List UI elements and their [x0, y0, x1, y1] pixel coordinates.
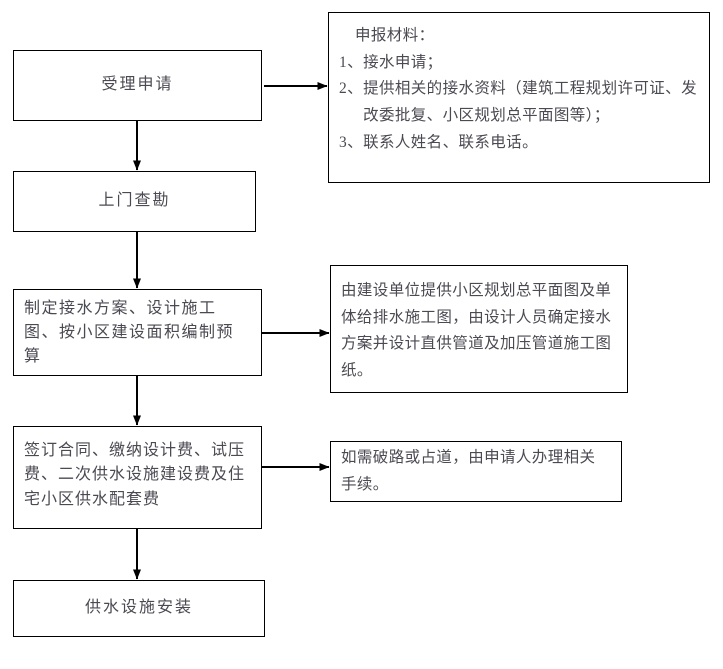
process-label-step-5: 供水设施安装 — [84, 599, 193, 617]
note-1-item-1-text: 接水申请； — [363, 53, 443, 71]
note-1-item-2-number: 2、 — [339, 80, 364, 98]
process-box-step-4[interactable]: 签订合同、缴纳设计费、试压费、二次供水设施建设费及住宅小区供水配套费 — [13, 426, 262, 529]
process-label-step-3: 制定接水方案、设计施工图、按小区建设面积编制预算 — [24, 299, 235, 365]
note-3-text: 如需破路或占道，由申请人办理相关手续。 — [341, 448, 596, 493]
note-box-design-description[interactable]: 由建设单位提供小区规划总平面图及单体给排水施工图，由设计人员确定接水方案并设计直… — [330, 265, 628, 393]
note-1-item-2-text: 提供相关的接水资料（建筑工程规划许可证、发改委批复、小区规划总平面图等）； — [363, 80, 697, 124]
note-2-text: 由建设单位提供小区规划总平面图及单体给排水施工图，由设计人员确定接水方案并设计直… — [341, 282, 612, 379]
note-1-content: 申报材料： 1、 接水申请； 2、 提供相关的接水资料（建筑工程规划许可证、发改… — [339, 23, 697, 156]
process-label-step-2: 上门查勘 — [98, 192, 171, 210]
process-box-step-3[interactable]: 制定接水方案、设计施工图、按小区建设面积编制预算 — [13, 289, 262, 376]
note-1-title: 申报材料： — [355, 27, 435, 44]
process-box-step-5[interactable]: 供水设施安装 — [13, 580, 265, 637]
process-box-step-2[interactable]: 上门查勘 — [13, 171, 256, 232]
process-box-step-1[interactable]: 受理申请 — [13, 50, 262, 121]
note-box-application-materials[interactable]: 申报材料： 1、 接水申请； 2、 提供相关的接水资料（建筑工程规划许可证、发改… — [328, 12, 710, 183]
note-1-item-3-number: 3、 — [339, 133, 364, 151]
process-label-step-1: 受理申请 — [101, 76, 174, 94]
note-box-road-works[interactable]: 如需破路或占道，由申请人办理相关手续。 — [330, 441, 622, 502]
note-1-list: 1、 接水申请； 2、 提供相关的接水资料（建筑工程规划许可证、发改委批复、小区… — [339, 50, 697, 157]
note-1-item-1: 1、 接水申请； — [339, 50, 697, 77]
note-1-item-1-number: 1、 — [339, 53, 364, 71]
note-1-item-3-text: 联系人姓名、联系电话。 — [363, 133, 538, 151]
note-1-item-2: 2、 提供相关的接水资料（建筑工程规划许可证、发改委批复、小区规划总平面图等）； — [339, 76, 697, 129]
note-1-item-3: 3、 联系人姓名、联系电话。 — [339, 130, 697, 157]
process-label-step-4: 签订合同、缴纳设计费、试压费、二次供水设施建设费及住宅小区供水配套费 — [24, 442, 246, 508]
